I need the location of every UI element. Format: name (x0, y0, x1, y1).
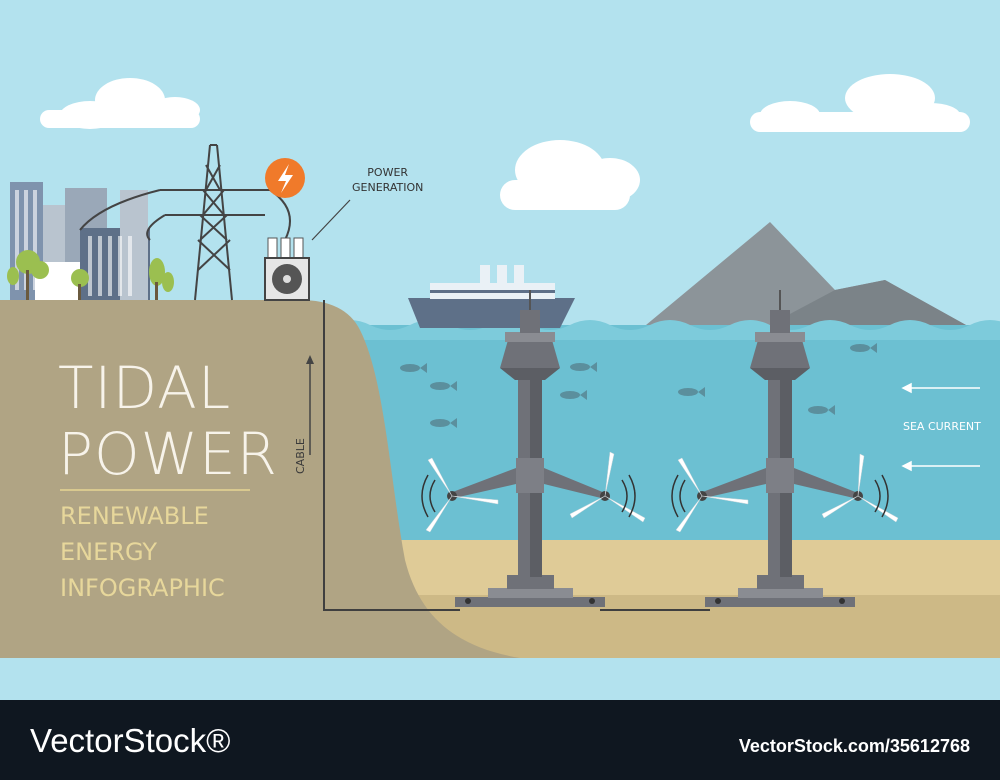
arrow-left-icon (901, 382, 980, 472)
turbine-icon (671, 290, 899, 607)
title-divider (60, 489, 250, 491)
brand-logo: VectorStock® (30, 722, 231, 759)
image-id: VectorStock.com/35612768 (738, 736, 970, 756)
subtitle-line-2: ENERGY (60, 538, 158, 566)
power-generation-label: POWER GENERATION (352, 166, 424, 194)
city (7, 182, 174, 300)
title-line-1: TIDAL (58, 354, 232, 422)
subtitle-line-1: RENEWABLE (60, 502, 209, 530)
power-generator (264, 237, 310, 301)
subtitle-line-3: INFOGRAPHIC (60, 574, 225, 602)
fish-icon (400, 343, 877, 428)
land (0, 300, 520, 658)
cable-label: CABLE (294, 438, 307, 474)
label-pointer (311, 199, 351, 241)
cloud-icon (500, 140, 640, 210)
cable (323, 300, 710, 611)
bottom-water (0, 658, 1000, 700)
sea (330, 325, 1000, 545)
footer-bar (0, 700, 1000, 780)
arrow-up-icon (306, 355, 314, 455)
lightning-icon (265, 158, 305, 198)
mountain-shade (760, 280, 975, 330)
turbine-icon (421, 290, 646, 607)
title-line-2: POWER (58, 420, 278, 488)
cloud-icon (750, 74, 970, 132)
transmission-tower (79, 144, 291, 301)
sea-current-label: SEA CURRENT (903, 420, 981, 433)
cloud-icon (40, 78, 200, 129)
scene-illustration (0, 0, 1000, 700)
